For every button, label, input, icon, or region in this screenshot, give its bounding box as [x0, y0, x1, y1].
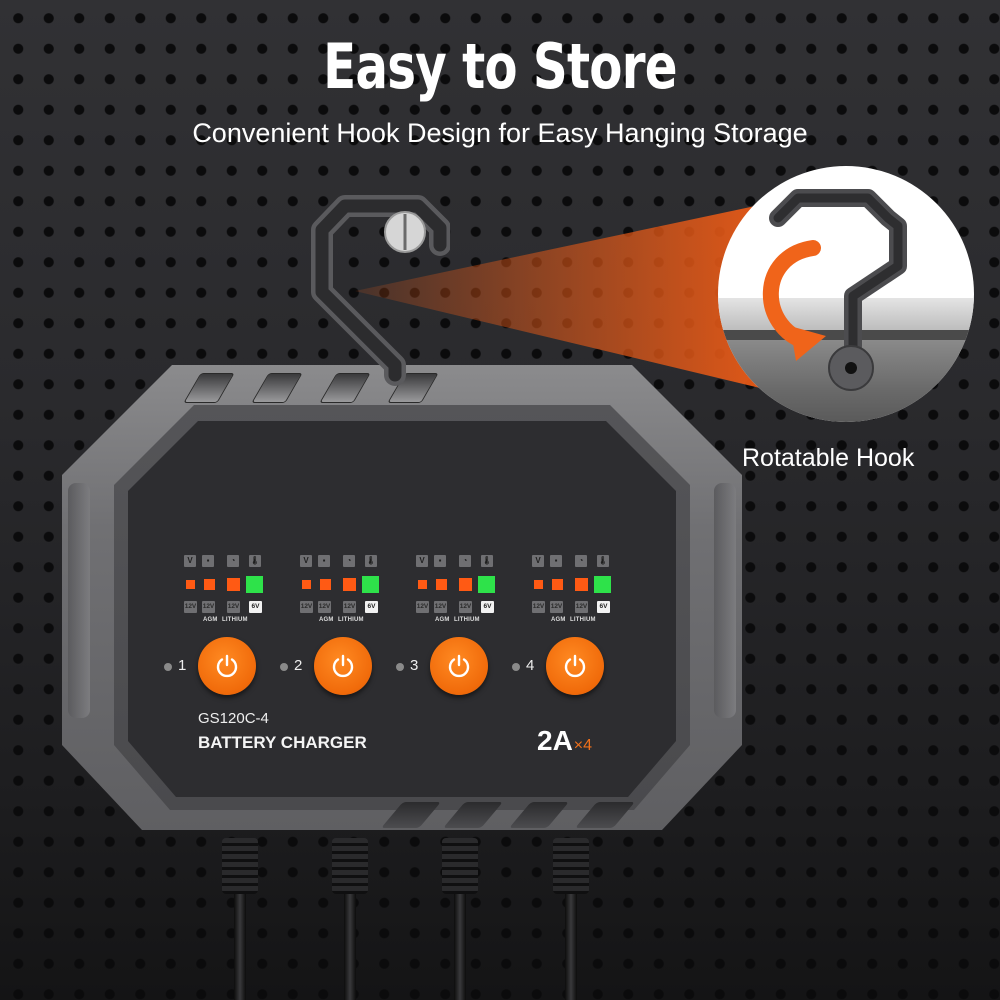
hook-detail-callout	[718, 166, 974, 422]
power-button-4[interactable]	[546, 637, 604, 695]
led-charging	[575, 578, 588, 591]
battery-type-6v: 6V	[597, 601, 610, 613]
voltage-icon: V	[416, 555, 428, 567]
status-indicator	[512, 663, 520, 671]
temperature-icon: 🌡︎	[597, 555, 609, 567]
led-full	[478, 576, 495, 593]
headline: Easy to Store	[323, 30, 677, 103]
channel-number: 4	[526, 657, 535, 674]
led-full	[246, 576, 263, 593]
led-full	[362, 576, 379, 593]
charging-gauge-icon: ◔	[459, 555, 471, 567]
power-icon	[332, 654, 354, 678]
power-button-3[interactable]	[430, 637, 488, 695]
lithium-label: LITHIUM	[338, 617, 364, 623]
battery-type-12v-agm: 12V	[318, 601, 331, 613]
temperature-icon: 🌡︎	[481, 555, 493, 567]
side-grip-left	[68, 483, 90, 718]
charging-cable-1	[222, 838, 258, 1000]
lithium-label: LITHIUM	[454, 617, 480, 623]
channel-1-control: 1	[164, 637, 274, 697]
channel-number: 3	[410, 657, 419, 674]
battery-type-6v: 6V	[481, 601, 494, 613]
agm-label: AGM	[319, 617, 334, 623]
led-voltage	[186, 580, 195, 589]
battery-repair-icon: ▪	[318, 555, 330, 567]
charging-gauge-icon: ◔	[343, 555, 355, 567]
status-indicator	[164, 663, 172, 671]
channel-3-indicators: V ▪ ◔ 🌡︎ 12V 12V 12V 6V AGM LITHIUM	[414, 555, 524, 645]
temperature-icon: 🌡︎	[365, 555, 377, 567]
battery-type-12v-agm: 12V	[550, 601, 563, 613]
channel-2-control: 2	[280, 637, 390, 697]
led-charging	[459, 578, 472, 591]
battery-repair-icon: ▪	[434, 555, 446, 567]
lithium-label: LITHIUM	[570, 617, 596, 623]
charging-gauge-icon: ◔	[575, 555, 587, 567]
agm-label: AGM	[203, 617, 218, 623]
led-full	[594, 576, 611, 593]
battery-repair-icon: ▪	[202, 555, 214, 567]
power-icon	[564, 654, 586, 678]
rating-value: 2A	[537, 725, 573, 756]
led-repair	[552, 579, 563, 590]
led-charging	[227, 578, 240, 591]
power-icon	[216, 654, 238, 678]
rotatable-hook-label: Rotatable Hook	[742, 444, 915, 472]
voltage-icon: V	[184, 555, 196, 567]
battery-type-12v-agm: 12V	[202, 601, 215, 613]
led-repair	[204, 579, 215, 590]
channel-2-indicators: V ▪ ◔ 🌡︎ 12V 12V 12V 6V AGM LITHIUM	[298, 555, 408, 645]
status-indicator	[396, 663, 404, 671]
channel-4-indicators: V ▪ ◔ 🌡︎ 12V 12V 12V 6V AGM LITHIUM	[530, 555, 640, 645]
power-button-2[interactable]	[314, 637, 372, 695]
led-voltage	[418, 580, 427, 589]
charging-cable-4	[553, 838, 589, 1000]
channel-number: 2	[294, 657, 303, 674]
battery-type-6v: 6V	[249, 601, 262, 613]
channel-3-control: 3	[396, 637, 506, 697]
hanging-hook	[311, 195, 450, 386]
battery-type-12v-agm: 12V	[434, 601, 447, 613]
temperature-icon: 🌡︎	[249, 555, 261, 567]
subheadline: Convenient Hook Design for Easy Hanging …	[192, 118, 808, 148]
battery-type-12v: 12V	[300, 601, 313, 613]
rotate-arrow-icon	[762, 240, 821, 350]
channel-number: 1	[178, 657, 187, 674]
power-icon	[448, 654, 470, 678]
model-number: GS120C-4	[198, 710, 269, 727]
battery-type-12v-lithium: 12V	[227, 601, 240, 613]
battery-type-6v: 6V	[365, 601, 378, 613]
agm-label: AGM	[435, 617, 450, 623]
led-voltage	[534, 580, 543, 589]
battery-type-12v: 12V	[416, 601, 429, 613]
agm-label: AGM	[551, 617, 566, 623]
product-name: BATTERY CHARGER	[198, 733, 367, 752]
current-rating: 2A×4	[537, 725, 592, 757]
battery-type-12v-lithium: 12V	[575, 601, 588, 613]
voltage-icon: V	[300, 555, 312, 567]
channel-4-control: 4	[512, 637, 622, 697]
battery-type-12v: 12V	[184, 601, 197, 613]
led-charging	[343, 578, 356, 591]
led-voltage	[302, 580, 311, 589]
battery-type-12v-lithium: 12V	[459, 601, 472, 613]
battery-repair-icon: ▪	[550, 555, 562, 567]
battery-charger-device: V ▪ ◔ 🌡︎ 12V 12V 12V 6V AGM LITHIUM V ▪ …	[62, 365, 742, 830]
channel-1-indicators: V ▪ ◔ 🌡︎ 12V 12V 12V 6V AGM LITHIUM	[182, 555, 292, 645]
voltage-icon: V	[532, 555, 544, 567]
charging-gauge-icon: ◔	[227, 555, 239, 567]
battery-type-12v: 12V	[532, 601, 545, 613]
lithium-label: LITHIUM	[222, 617, 248, 623]
led-repair	[320, 579, 331, 590]
charging-cable-2	[332, 838, 368, 1000]
battery-type-12v-lithium: 12V	[343, 601, 356, 613]
side-grip-right	[714, 483, 736, 718]
power-button-1[interactable]	[198, 637, 256, 695]
status-indicator	[280, 663, 288, 671]
rating-multiplier: ×4	[573, 737, 593, 754]
led-repair	[436, 579, 447, 590]
charging-cable-3	[442, 838, 478, 1000]
